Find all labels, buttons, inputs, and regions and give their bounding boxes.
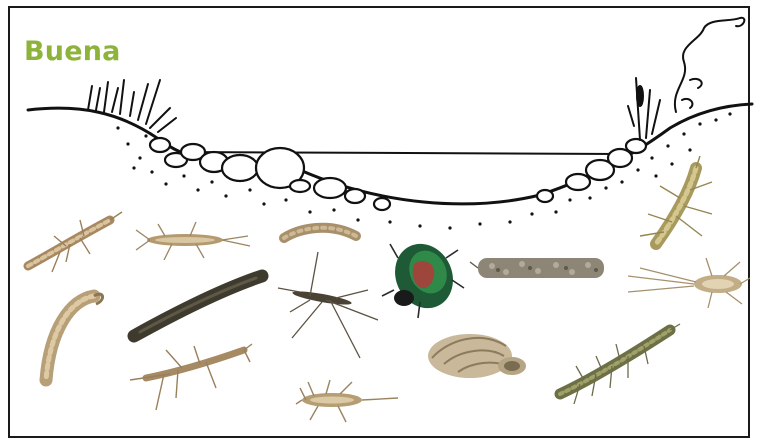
- water-beetle: [382, 234, 464, 318]
- mayfly-nymph-right: [628, 258, 750, 308]
- stonefly-nymph-bottom: [296, 380, 398, 422]
- stream-bank: [28, 104, 752, 204]
- caddisfly-larva-curved: [46, 294, 103, 380]
- river-snail: [428, 334, 526, 378]
- mayfly-nymph: [136, 222, 250, 260]
- hellgrammite: [560, 324, 680, 404]
- stonefly-nymph-left: [28, 212, 122, 272]
- reeds-right: [628, 18, 744, 140]
- caddisfly-larva-small: [284, 228, 356, 238]
- leech: [134, 276, 262, 336]
- stonefly-nymph-right: [640, 156, 712, 244]
- caddisfly-case: [470, 258, 604, 278]
- water-strider: [278, 252, 378, 358]
- damselfly-nymph: [130, 344, 252, 410]
